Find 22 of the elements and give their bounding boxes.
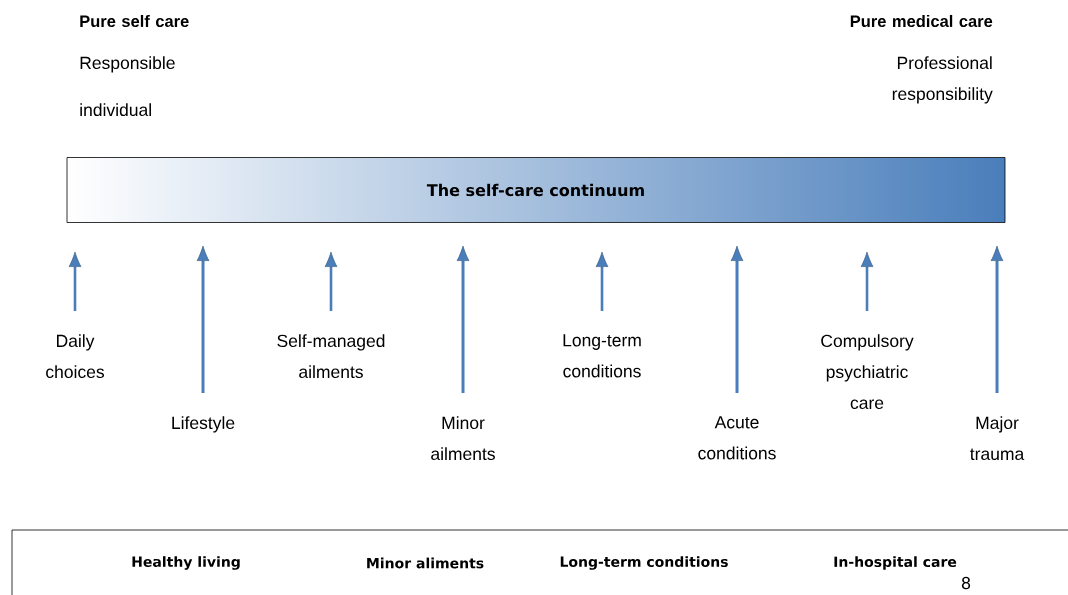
arrow <box>860 251 874 311</box>
arrow <box>730 245 744 393</box>
page-number: 8 <box>961 576 971 590</box>
arrow <box>990 245 1004 393</box>
arrow <box>196 245 210 393</box>
heading: Pure self care <box>80 14 189 28</box>
item-label: Minor ailments <box>431 416 495 461</box>
arrow <box>595 251 609 311</box>
item-label: Daily choices <box>46 334 105 379</box>
continuum-bar: The self-care continuum <box>66 157 1006 223</box>
arrow <box>324 251 338 311</box>
arrow <box>68 251 82 311</box>
item-label: Acute conditions <box>698 416 776 460</box>
item-label: Long-term conditions <box>563 334 641 378</box>
item-label: Major trauma <box>970 416 1025 461</box>
subheading: Responsible individual <box>80 56 175 117</box>
arrow <box>456 245 470 393</box>
heading: Pure medical care <box>850 14 993 28</box>
item-label: Compulsory psychiatric care <box>821 334 914 410</box>
item-label: Lifestyle <box>172 416 235 433</box>
subheading: Professional responsibility <box>892 56 993 104</box>
item-label: Self-managed ailments <box>277 334 385 379</box>
